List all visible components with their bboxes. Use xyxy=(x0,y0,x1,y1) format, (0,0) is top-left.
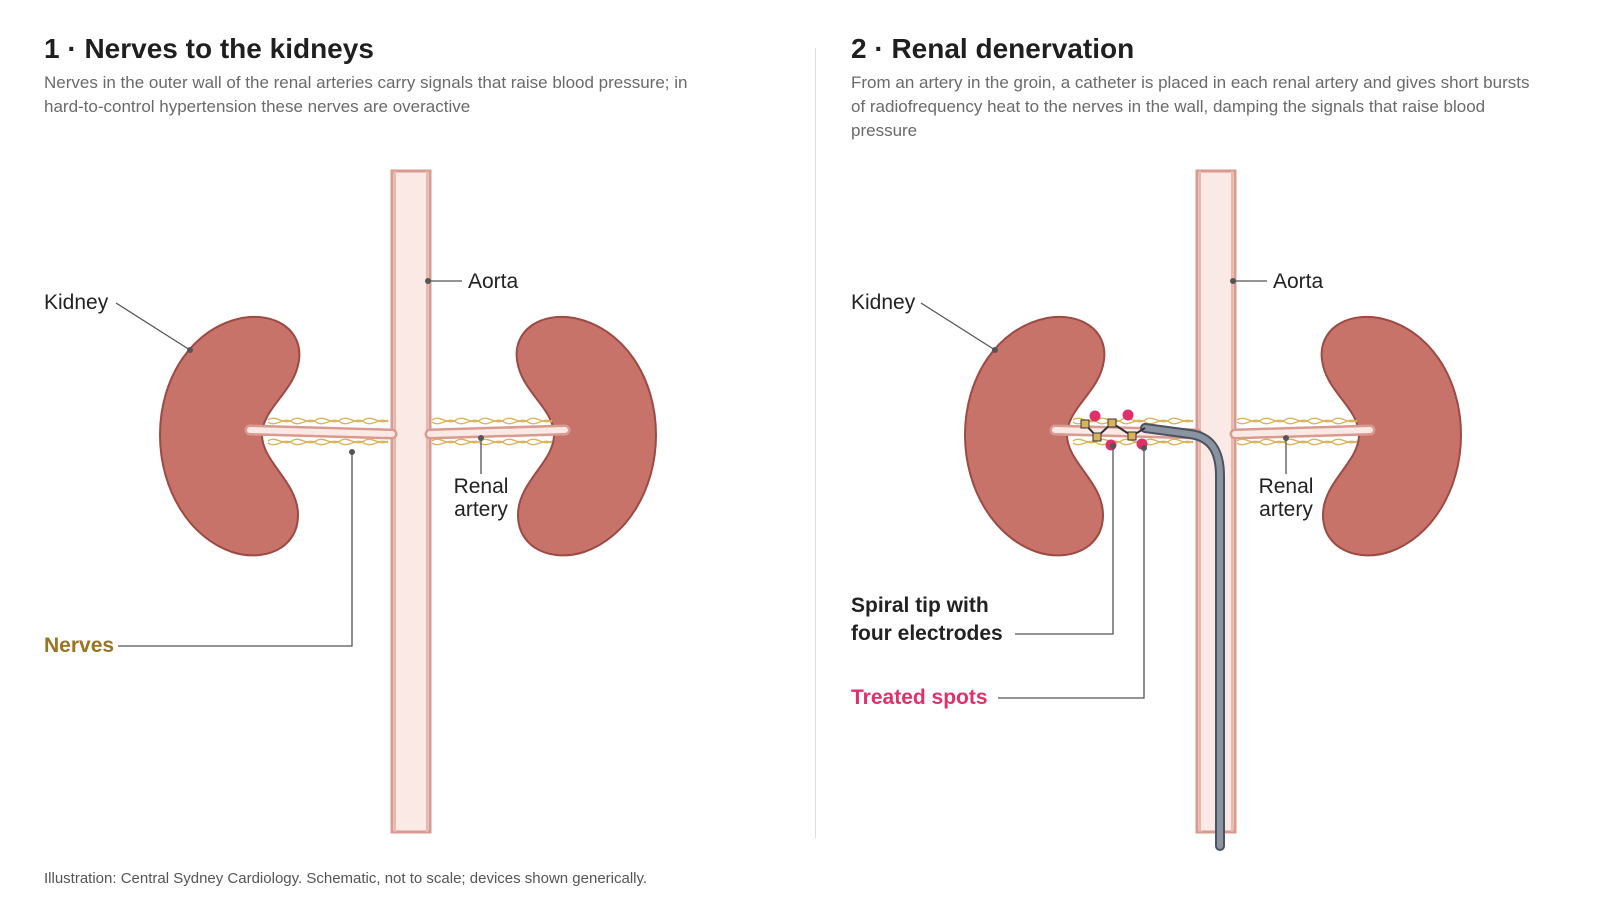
panel1-illustration: Kidney Aorta Renal artery Nerves xyxy=(44,169,658,834)
electrodes xyxy=(1080,418,1137,442)
label-spiral-tip-line1: Spiral tip with xyxy=(851,594,989,617)
panel2-illustration: Kidney Aorta Renal artery Spiral tip wit… xyxy=(851,169,1463,851)
kidney-left xyxy=(158,315,301,557)
label-treated-spots: Treated spots xyxy=(851,686,988,709)
panel2-description: From an artery in the groin, a catheter … xyxy=(851,73,1530,140)
label-renal-artery-panel2-line2: artery xyxy=(1259,498,1313,521)
panel-divider xyxy=(815,48,816,838)
label-renal-artery-panel1-line1: Renal xyxy=(454,475,509,498)
panel2-title: 2 · Renal denervation xyxy=(851,33,1135,64)
label-kidney-panel2: Kidney xyxy=(851,291,916,314)
label-nerves: Nerves xyxy=(44,634,114,657)
panel1-description: Nerves in the outer wall of the renal ar… xyxy=(44,73,688,116)
label-aorta-panel2: Aorta xyxy=(1273,270,1324,293)
kidney-right xyxy=(1320,315,1463,557)
panel1-title: 1 · Nerves to the kidneys xyxy=(44,33,374,64)
kidney-right xyxy=(515,315,658,557)
kidney-left xyxy=(963,315,1106,557)
label-renal-artery-panel1-line2: artery xyxy=(454,498,508,521)
label-spiral-tip-line2: four electrodes xyxy=(851,622,1003,645)
label-aorta-panel1: Aorta xyxy=(468,270,519,293)
aorta xyxy=(390,169,432,834)
label-renal-artery-panel2-line1: Renal xyxy=(1259,475,1314,498)
footer-credit: Illustration: Central Sydney Cardiology.… xyxy=(44,870,648,887)
label-kidney-panel1: Kidney xyxy=(44,291,109,314)
